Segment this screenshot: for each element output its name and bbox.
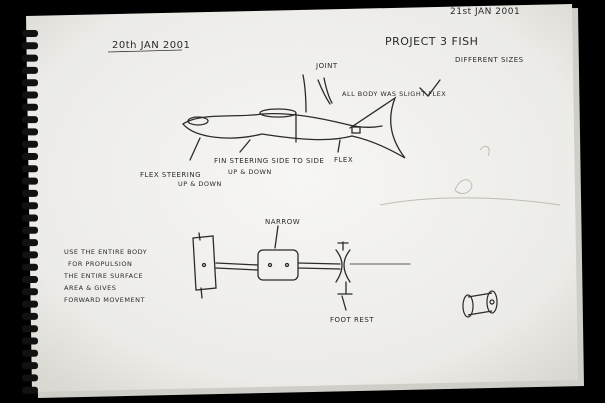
spiral-ring <box>22 153 38 160</box>
joint-label: JOINT <box>315 62 338 70</box>
spiral-ring <box>22 54 38 62</box>
spiral-ring <box>22 177 38 185</box>
project-subtitle: DIFFERENT SIZES <box>455 56 524 64</box>
spiral-ring <box>22 386 38 394</box>
flex-steering-sub: UP & DOWN <box>178 180 222 188</box>
shaft-mid-lower <box>297 267 341 270</box>
note-line: AREA & GIVES <box>64 284 116 292</box>
project-title: PROJECT 3 FISH <box>385 35 478 48</box>
date-left: 20th JAN 2001 <box>112 40 190 51</box>
spiral-ring <box>22 276 38 283</box>
shaft-left <box>215 262 259 266</box>
spiral-ring <box>22 214 38 222</box>
plate-bolt-top <box>198 232 201 241</box>
narrow-pointer <box>274 225 279 249</box>
spiral-ring <box>22 337 38 345</box>
spiral-ring <box>22 91 38 99</box>
spiral-ring <box>22 263 38 271</box>
faint-background-sketch <box>379 145 561 206</box>
plate-bolt-bottom <box>200 287 203 299</box>
foot-rest-pointer <box>341 295 347 311</box>
fish-belly-line <box>182 123 353 141</box>
mechanism-sketch <box>192 225 411 311</box>
spiral-ring <box>22 103 38 111</box>
spiral-ring <box>22 226 38 234</box>
date-underline <box>107 49 183 53</box>
narrow-label: NARROW <box>265 218 300 226</box>
fish-head-eye <box>187 116 209 126</box>
spiral-ring <box>22 66 38 74</box>
flex-tail-label: FLEX <box>334 156 353 164</box>
fin-steering-label: FIN STEERING SIDE TO SIDE <box>214 157 324 165</box>
fish-tail-joint <box>351 126 361 134</box>
fish-fin-ring <box>259 108 297 118</box>
leader-flex-steering <box>189 137 201 161</box>
spiral-ring <box>22 202 38 210</box>
spiral-ring <box>22 300 38 308</box>
spiral-ring <box>22 312 38 320</box>
propulsion-notes: USE THE ENTIRE BODY FOR PROPULSION THE ENT… <box>63 248 147 304</box>
note-line: FOR PROPULSION <box>68 260 132 268</box>
spiral-ring <box>22 239 38 247</box>
note-line: USE THE ENTIRE BODY <box>64 248 147 256</box>
spiral-ring <box>22 42 38 50</box>
spiral-ring <box>22 288 38 296</box>
fin-steering-sub: UP & DOWN <box>228 168 272 176</box>
spiral-ring <box>22 325 38 333</box>
flex-scribble <box>317 77 333 105</box>
plate-pivot <box>201 262 207 268</box>
spiral-ring <box>22 362 38 370</box>
body-note: ALL BODY WAS SLIGHT FLEX <box>342 90 446 98</box>
spool-sketch <box>462 290 498 318</box>
handle-plate <box>192 235 217 291</box>
foot-rest-label: FOOT REST <box>330 316 374 324</box>
spiral-ring <box>22 79 38 87</box>
spiral-ring <box>22 116 38 124</box>
spiral-ring <box>22 251 38 259</box>
fish-tail <box>349 96 406 159</box>
note-line: FORWARD MOVEMENT <box>64 296 145 304</box>
spiral-ring <box>22 349 38 357</box>
shaft-left-lower <box>215 267 259 271</box>
center-box <box>257 249 299 281</box>
leader-flex <box>337 139 341 153</box>
check-mark <box>419 79 441 97</box>
paper-page <box>26 4 578 392</box>
spiral-ring <box>22 189 38 197</box>
spiral-ring <box>22 140 38 148</box>
date-right: 21st JAN 2001 <box>450 7 520 17</box>
flex-steering-label: FLEX STEERING <box>140 171 201 179</box>
note-line: THE ENTIRE SURFACE <box>63 272 143 280</box>
spiral-ring <box>22 30 38 37</box>
joint-pointer <box>302 74 307 113</box>
fish-sketch <box>182 74 441 161</box>
spiral-ring <box>22 374 38 382</box>
box-bolt-right <box>284 262 290 268</box>
foot-rest-bracket <box>335 249 351 283</box>
spiral-ring <box>22 165 38 173</box>
spiral-ring <box>22 128 38 136</box>
spiral-binding <box>22 30 38 394</box>
leader-fin-steering <box>239 139 251 153</box>
shaft-mid <box>297 262 341 265</box>
box-bolt-left <box>267 262 273 268</box>
